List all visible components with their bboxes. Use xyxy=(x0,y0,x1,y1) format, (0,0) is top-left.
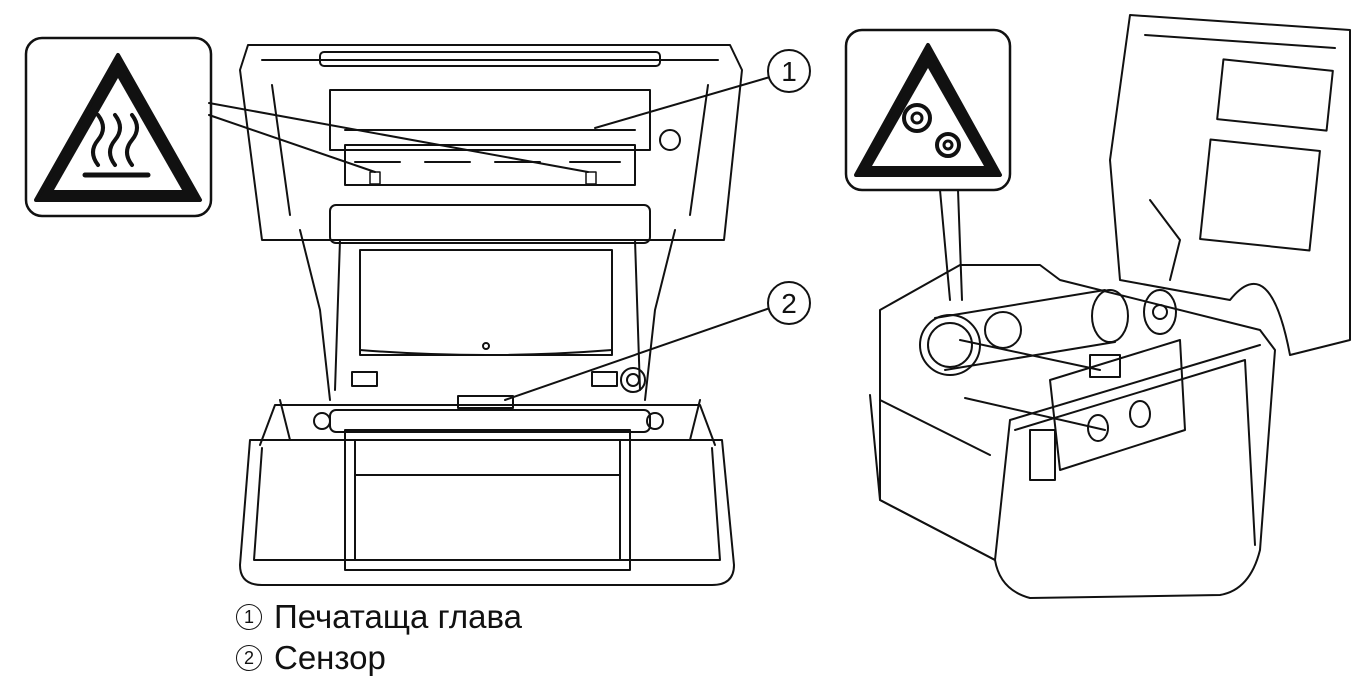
legend-number: 2 xyxy=(236,644,262,671)
legend-label: Печатаща глава xyxy=(274,598,522,635)
callout-2: 2 xyxy=(504,281,811,401)
left-printer-drawing xyxy=(239,44,743,586)
legend-label: Сензор xyxy=(274,639,386,676)
callout-2-number: 2 xyxy=(781,288,797,319)
legend-item-print-head: 1 Печатаща глава xyxy=(236,596,522,637)
callout-1-number: 1 xyxy=(781,56,797,87)
callout-1: 1 xyxy=(594,49,811,129)
right-printer-drawing xyxy=(869,14,1351,599)
legend-number: 1 xyxy=(236,603,262,630)
hot-surface-warning-icon xyxy=(24,36,213,218)
legend-item-sensor: 2 Сензор xyxy=(236,637,522,678)
sensor-shape xyxy=(457,395,514,409)
moving-parts-warning-icon xyxy=(844,28,1012,192)
legend: 1 Печатаща глава 2 Сензор xyxy=(236,596,522,678)
